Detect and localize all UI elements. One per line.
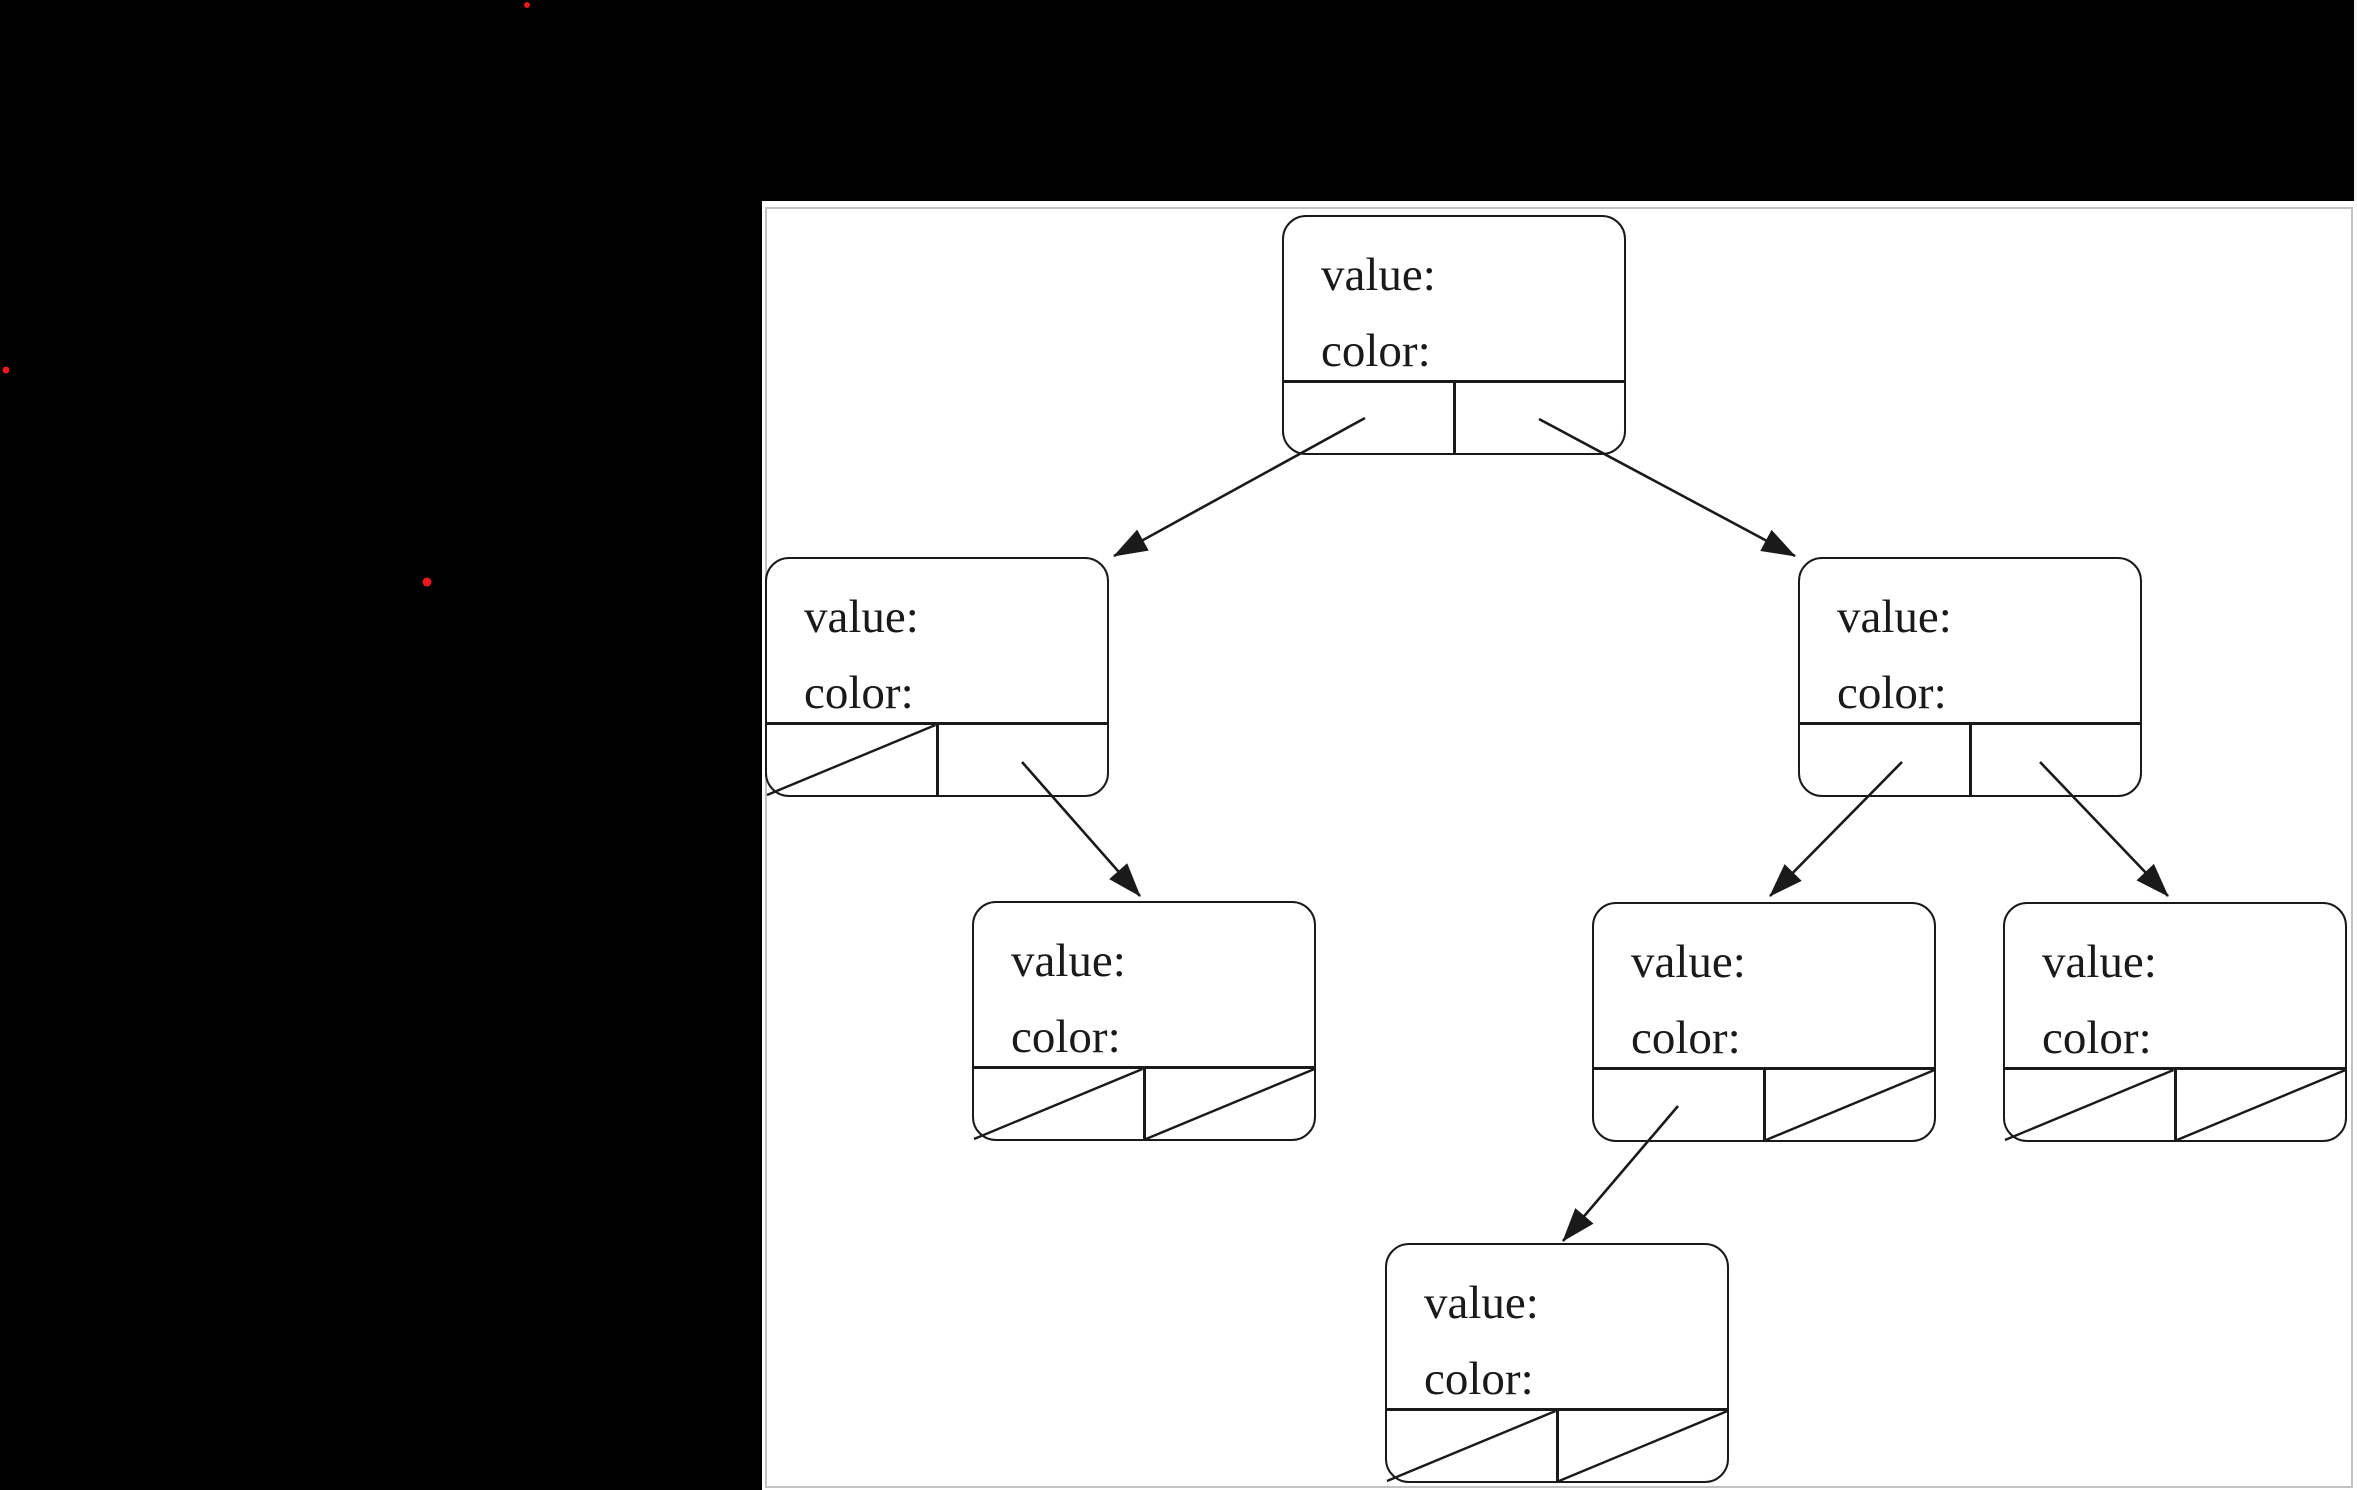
value-label: value: — [1321, 249, 1436, 301]
color-label: color: — [1631, 1012, 1741, 1064]
value-label: value: — [1837, 591, 1952, 643]
annotation-dot — [422, 577, 432, 587]
tree-node-root: value: color: — [1282, 215, 1626, 455]
right-pointer-cell — [1145, 1067, 1315, 1141]
null-pointer-slash — [766, 723, 936, 797]
color-label: color: — [1011, 1011, 1121, 1063]
left-pointer-cell — [1800, 725, 1972, 795]
node-fields: value: color: — [1594, 904, 1934, 1076]
value-label: value: — [1631, 936, 1746, 988]
color-label: color: — [2042, 1012, 2152, 1064]
color-label: color: — [804, 667, 914, 719]
pointer-row — [2004, 1067, 2346, 1142]
null-pointer-slash — [2176, 1068, 2346, 1142]
node-fields: value: color: — [1800, 559, 2140, 731]
annotation-dot — [524, 2, 530, 8]
left-pointer-cell — [1386, 1409, 1559, 1483]
right-pointer-cell — [1558, 1409, 1728, 1483]
pointer-row — [973, 1066, 1315, 1141]
tree-node-left-right-grandchild: value: color: — [972, 901, 1316, 1141]
left-pointer-cell — [1594, 1070, 1766, 1140]
right-pointer-cell — [1456, 383, 1625, 453]
null-pointer-slash — [1386, 1409, 1556, 1483]
tree-node-right-child: value: color: — [1798, 557, 2142, 797]
value-label: value: — [804, 591, 919, 643]
document-page: value: color: value: color: value: color… — [762, 201, 2357, 1490]
right-pointer-cell — [2176, 1068, 2346, 1142]
node-fields: value: color: — [974, 903, 1314, 1075]
node-fields: value: color: — [2005, 904, 2345, 1076]
node-fields: value: color: — [767, 559, 1107, 731]
value-label: value: — [2042, 936, 2157, 988]
tree-node-bottom: value: color: — [1385, 1243, 1729, 1483]
pointer-row — [1594, 1067, 1935, 1142]
pointer-row — [1284, 380, 1624, 453]
annotation-dot — [2, 366, 10, 374]
tree-node-right-right-grandchild: value: color: — [2003, 902, 2347, 1142]
left-pointer-cell — [973, 1067, 1146, 1141]
pointer-row — [1800, 722, 2140, 795]
right-pointer-cell — [1765, 1068, 1935, 1142]
color-label: color: — [1321, 325, 1431, 377]
left-pointer-cell — [1284, 383, 1456, 453]
tree-node-left-child: value: color: — [765, 557, 1109, 797]
null-pointer-slash — [2004, 1068, 2174, 1142]
pointer-row — [1386, 1408, 1728, 1483]
color-label: color: — [1424, 1353, 1534, 1405]
right-pointer-cell — [1972, 725, 2141, 795]
value-label: value: — [1011, 935, 1126, 987]
tree-node-right-left-grandchild: value: color: — [1592, 902, 1936, 1142]
null-pointer-slash — [973, 1067, 1143, 1141]
null-pointer-slash — [1765, 1068, 1935, 1142]
left-pointer-cell — [2004, 1068, 2177, 1142]
right-pointer-cell — [939, 725, 1108, 795]
left-pointer-cell — [766, 723, 939, 797]
node-fields: value: color: — [1387, 1245, 1727, 1417]
null-pointer-slash — [1558, 1409, 1728, 1483]
null-pointer-slash — [1145, 1067, 1315, 1141]
color-label: color: — [1837, 667, 1947, 719]
value-label: value: — [1424, 1277, 1539, 1329]
pointer-row — [766, 722, 1108, 797]
node-fields: value: color: — [1284, 217, 1624, 389]
page-edge-sliver — [2354, 0, 2357, 201]
